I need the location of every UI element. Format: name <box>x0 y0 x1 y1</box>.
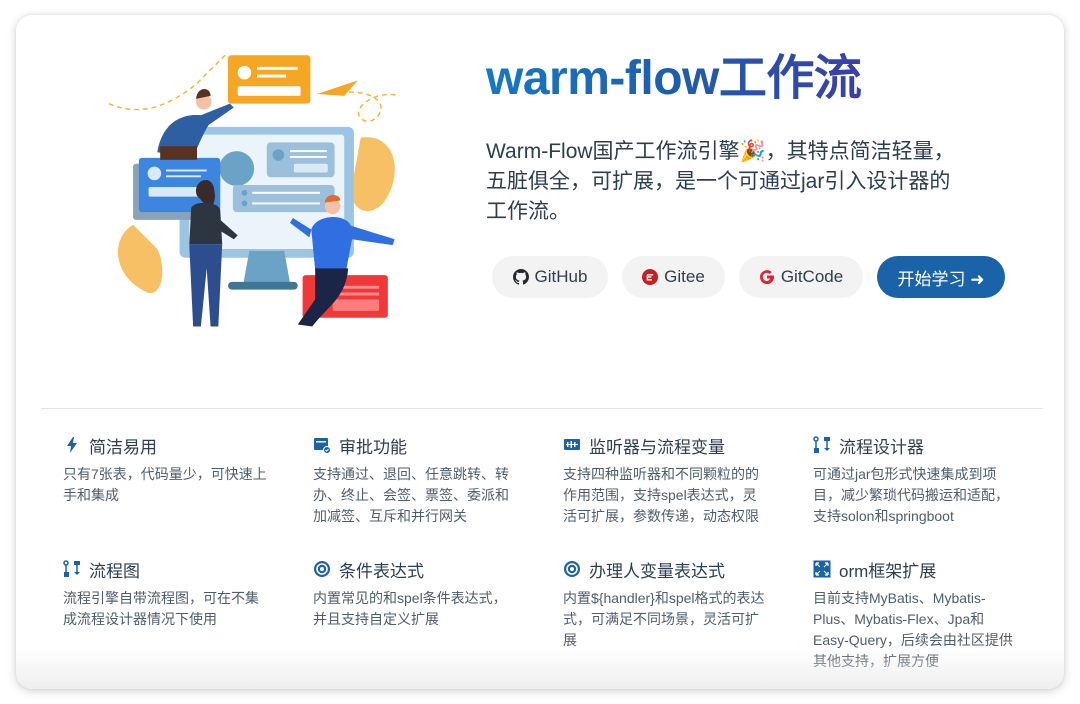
feature-item: orm框架扩展 目前支持MyBatis、Mybatis-Plus、Mybatis… <box>813 557 1018 672</box>
gitee-button[interactable]: Gitee <box>622 256 725 298</box>
hero-title: warm-flow工作流 <box>486 49 862 109</box>
condition-expression-icon <box>313 560 331 578</box>
get-started-label: 开始学习 ➜ <box>897 269 985 289</box>
flow-designer-icon <box>813 436 831 454</box>
hero-actions: GitHub Gitee GitCode 开始学习 ➜ <box>492 256 1005 298</box>
get-started-button[interactable]: 开始学习 ➜ <box>877 256 1005 298</box>
feature-title: 审批功能 <box>339 437 407 457</box>
hero-tagline: Warm-Flow国产工作流引擎🎉，其特点简洁轻量，五脏俱全，可扩展，是一个可通… <box>486 140 955 223</box>
feature-desc: 内置常见的和spel条件表达式，并且支持自定义扩展 <box>313 590 507 627</box>
feature-title: 监听器与流程变量 <box>589 437 725 457</box>
feature-desc: 支持通过、退回、任意跳转、转办、终止、会签、票签、委派和加减签、互斥和并行网关 <box>313 466 509 524</box>
feature-desc: 支持四种监听器和不同颗粒的的作用范围，支持spel表达式，灵活可扩展，参数传递，… <box>563 466 759 524</box>
feature-item: 流程图 流程引擎自带流程图，可在不集成流程设计器情况下使用 <box>63 557 268 672</box>
feature-desc: 只有7张表，代码量少，可快速上手和集成 <box>63 466 267 503</box>
feature-item: 审批功能 支持通过、退回、任意跳转、转办、终止、会签、票签、委派和加减签、互斥和… <box>313 433 518 527</box>
feature-item: 监听器与流程变量 支持四种监听器和不同颗粒的的作用范围，支持spel表达式，灵活… <box>563 433 768 527</box>
feature-desc: 可通过jar包形式快速集成到项目，减少繁琐代码搬运和适配，支持solon和spr… <box>813 466 1009 524</box>
feature-desc: 流程引擎自带流程图，可在不集成流程设计器情况下使用 <box>63 590 259 627</box>
feature-title: 办理人变量表达式 <box>589 561 725 581</box>
gitcode-button[interactable]: GitCode <box>739 256 863 298</box>
gitee-icon <box>642 269 659 285</box>
feature-title: orm框架扩展 <box>839 561 937 581</box>
approval-icon <box>313 436 331 454</box>
github-icon <box>512 269 529 285</box>
feature-title: 流程设计器 <box>839 437 924 457</box>
handler-expression-icon <box>563 560 581 578</box>
expand-icon <box>813 560 831 578</box>
section-divider <box>41 408 1043 409</box>
listener-icon <box>563 436 581 454</box>
feature-title: 条件表达式 <box>339 561 424 581</box>
feature-item: 流程设计器 可通过jar包形式快速集成到项目，减少繁琐代码搬运和适配，支持sol… <box>813 433 1018 527</box>
github-label: GitHub <box>534 267 588 286</box>
hero-illustration <box>108 54 400 327</box>
feature-item: 条件表达式 内置常见的和spel条件表达式，并且支持自定义扩展 <box>313 557 518 672</box>
feature-item: 办理人变量表达式 内置${handler}和spel格式的表达式，可满足不同场景… <box>563 557 768 672</box>
feature-title: 简洁易用 <box>89 437 157 457</box>
features-grid: 简洁易用 只有7张表，代码量少，可快速上手和集成 审批功能 支持通过、退回、任意… <box>63 433 1063 672</box>
github-button[interactable]: GitHub <box>492 256 608 298</box>
feature-item: 简洁易用 只有7张表，代码量少，可快速上手和集成 <box>63 433 268 527</box>
feature-desc: 内置${handler}和spel格式的表达式，可满足不同场景，灵活可扩展 <box>563 590 765 648</box>
feature-desc: 目前支持MyBatis、Mybatis-Plus、Mybatis-Flex、Jp… <box>813 590 1013 669</box>
flow-chart-icon <box>63 560 81 578</box>
gitcode-label: GitCode <box>780 267 844 286</box>
feature-title: 流程图 <box>89 561 140 581</box>
gitee-label: Gitee <box>664 267 705 286</box>
lightning-icon <box>63 436 81 454</box>
page-card: warm-flow工作流 Warm-Flow国产工作流引擎🎉，其特点简洁轻量，五… <box>16 15 1064 689</box>
gitcode-icon <box>759 270 774 285</box>
